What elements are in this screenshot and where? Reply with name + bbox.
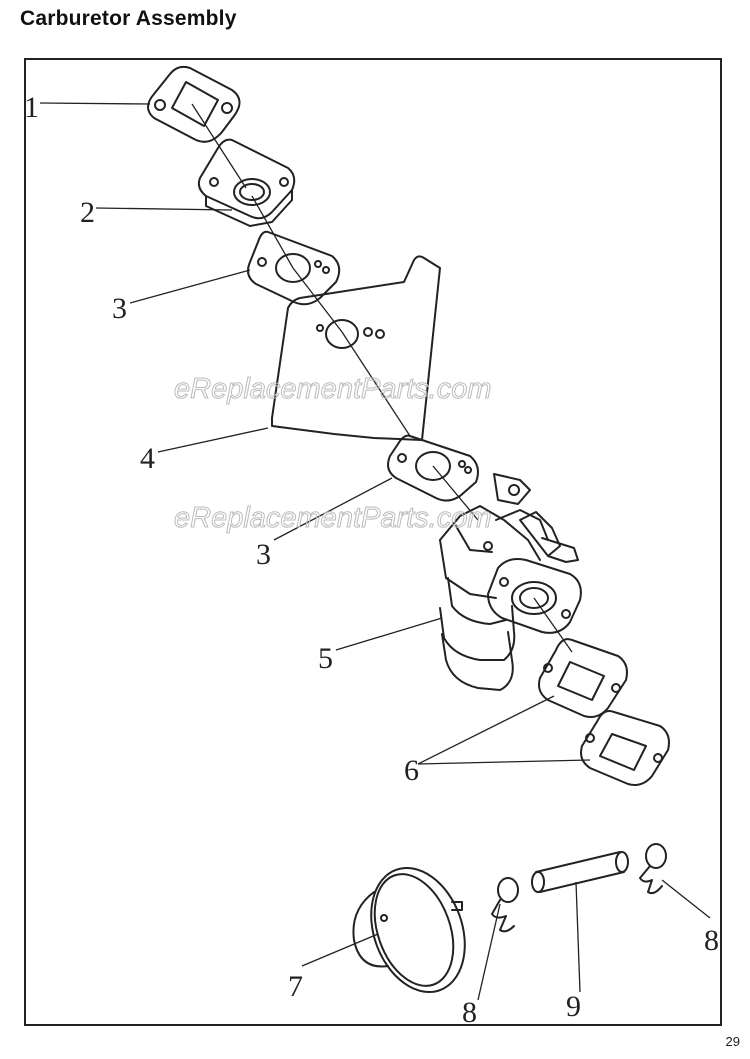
watermark-upper: eReplacementParts.com [174, 373, 492, 405]
part-clamp-8-left [491, 877, 519, 933]
callout-6: 6 [404, 754, 419, 787]
callout-4: 4 [140, 442, 155, 475]
page-title: Carburetor Assembly [20, 7, 237, 30]
part-gasket-6-upper [538, 638, 628, 718]
callout-3-lower: 3 [256, 538, 271, 571]
part-carburetor-5 [439, 473, 582, 691]
callout-1: 1 [24, 91, 39, 124]
watermark-lower: eReplacementParts.com [174, 502, 492, 534]
part-fuel-hose-9 [531, 851, 629, 893]
part-spacer-2 [197, 138, 296, 227]
part-gasket-6-lower [580, 710, 670, 786]
part-bracket-4 [271, 255, 441, 441]
part-primer-bulb-7 [352, 867, 466, 993]
callout-5: 5 [318, 642, 333, 675]
callout-8-left: 8 [462, 996, 477, 1029]
callout-2: 2 [80, 196, 95, 229]
part-gasket-1 [147, 65, 241, 143]
page-number: 29 [725, 1034, 740, 1049]
callout-7: 7 [288, 970, 303, 1003]
part-gasket-3-lower [387, 434, 479, 502]
part-clamp-8-right [639, 843, 667, 895]
callout-9: 9 [566, 990, 581, 1023]
diagram-frame [24, 58, 722, 1026]
leader-lines [39, 102, 711, 1001]
callout-8-right: 8 [704, 924, 719, 957]
part-gasket-3-upper [247, 230, 341, 306]
callout-3-upper: 3 [112, 292, 127, 325]
